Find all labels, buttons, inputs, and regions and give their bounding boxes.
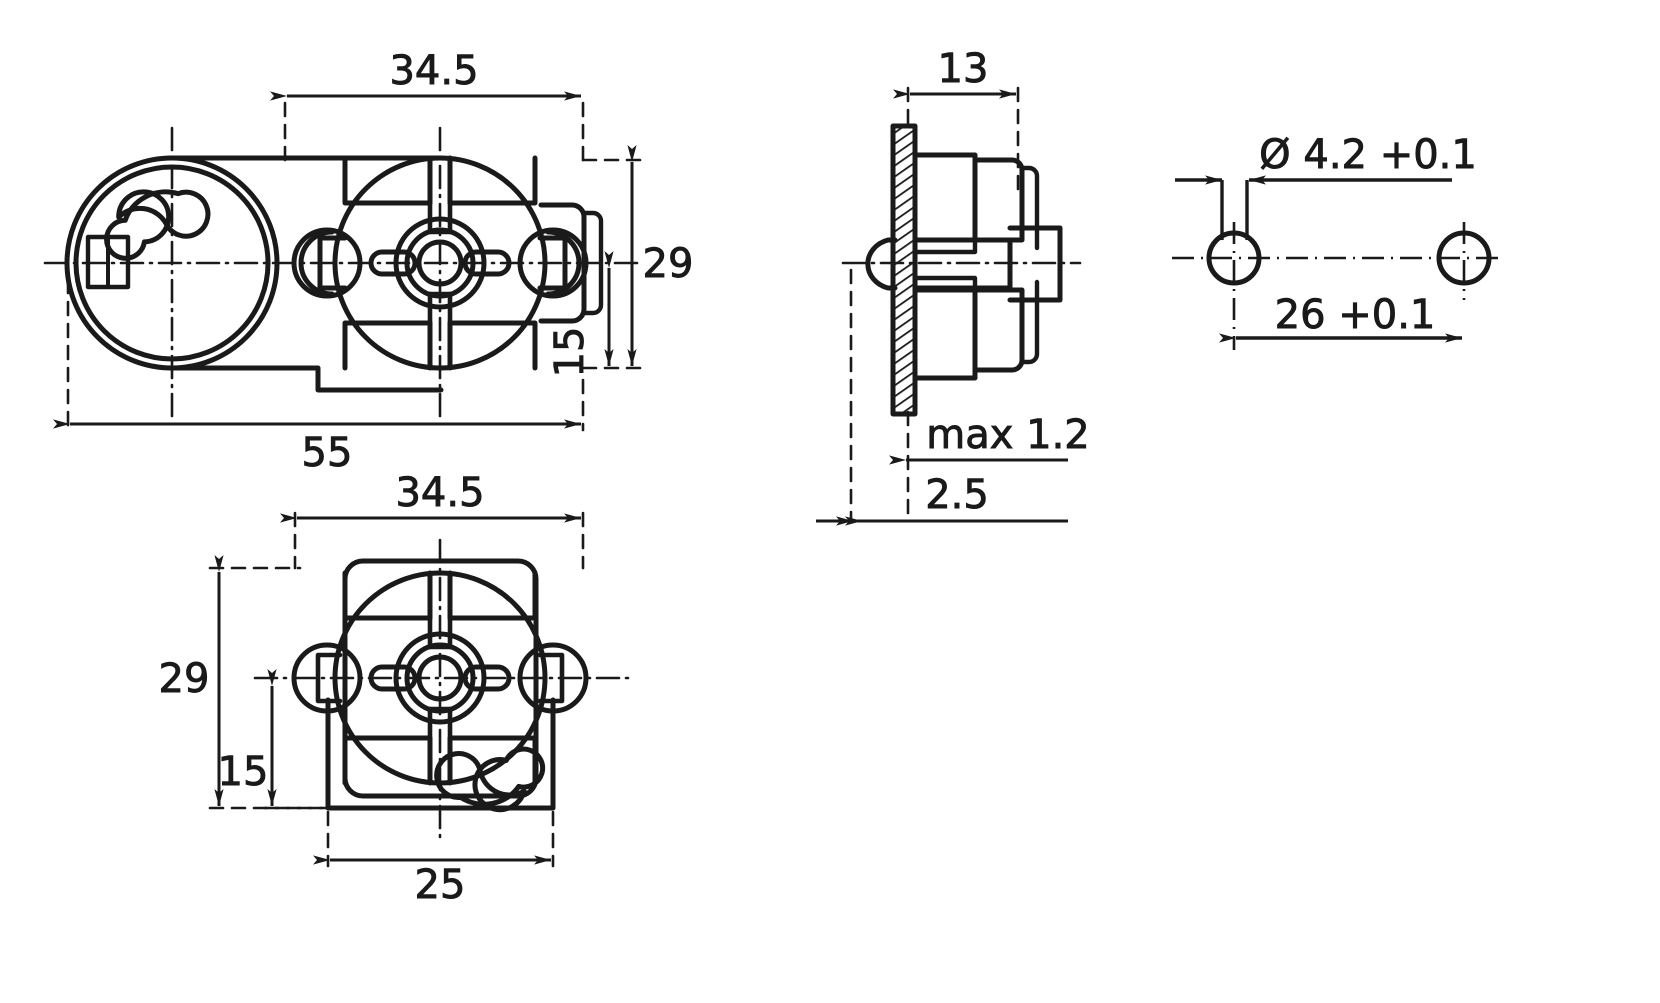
side-centre-shaft [865, 237, 898, 291]
dim-label-dia-4-2: Ø 4.2 +0.1 [1259, 132, 1477, 178]
earth-contact-notch-bottom-right [447, 320, 538, 371]
dim-label-15-left: 15 [218, 749, 269, 795]
centre-boss-outer [393, 216, 487, 310]
bottom-skirt [325, 697, 556, 811]
bottom-boss-outer [393, 631, 487, 725]
bottom-boss-inner [416, 654, 464, 702]
earth-contact-notch-top [342, 155, 433, 206]
side-shaft-body [912, 237, 1013, 291]
cable-entry-inner-circle [73, 164, 271, 362]
bottom-extension-lines [208, 511, 585, 868]
contact-sleeve-right-lip [545, 229, 582, 297]
keyhole-slot-upper [104, 189, 211, 261]
dim-label-29-right: 29 [643, 241, 694, 287]
socket-body-circle [332, 155, 548, 371]
dim-label-29-left: 29 [159, 656, 210, 702]
bottom-pin-slot-right [462, 664, 512, 692]
dim-label-55-bottom: 55 [302, 430, 353, 476]
side-shaft-head [1007, 225, 1063, 303]
top-left-view [43, 101, 642, 813]
centre-boss-mid [404, 227, 476, 299]
side-body-lower-rim [1019, 279, 1040, 365]
bottom-notch-bottom-right [447, 735, 538, 786]
side-body-upper-outer [972, 157, 1025, 243]
side-body-upper-rim [1019, 165, 1040, 251]
mounting-hole-left [1206, 230, 1262, 286]
contact-sleeve-left-tab [317, 235, 348, 291]
side-view [841, 86, 1082, 522]
keyhole-slot-lower [434, 746, 546, 813]
dim-label-15-right: 15 [547, 327, 593, 378]
dim-label-13: 13 [938, 46, 989, 92]
mounting-flange-right [538, 202, 587, 324]
contact-sleeve-left-lip [298, 229, 335, 297]
side-body-lower [912, 287, 978, 381]
side-dimensions [816, 89, 1068, 526]
side-shoulder-bars [912, 237, 978, 293]
earth-contact-notch-top-right [447, 155, 538, 206]
centre-lines [43, 126, 642, 422]
extension-lines [66, 101, 642, 432]
side-body-lower-outer [972, 287, 1025, 373]
centre-boss-inner [416, 239, 464, 287]
dim-label-26: 26 +0.1 [1275, 292, 1436, 338]
bottom-notch-top-right [447, 570, 538, 621]
pin-slot-left [368, 249, 418, 277]
bottom-notch-top-left [342, 570, 433, 621]
hole-dimensions [1175, 175, 1462, 343]
mounting-hole-right [1436, 230, 1492, 286]
bottom-centre-lines [253, 538, 632, 842]
hole-pattern-view [1172, 222, 1500, 350]
dim-label-34-5-bottom: 34.5 [395, 470, 484, 516]
panel-hatch [890, 123, 918, 417]
top-left-dimensions [53, 91, 637, 429]
body-lower-outline [167, 365, 444, 393]
bottom-dimensions [214, 513, 581, 865]
dim-label-max-1-2: max 1.2 [926, 412, 1089, 458]
dim-label-2-5: 2.5 [925, 472, 989, 518]
bottom-view [208, 511, 632, 868]
bottom-socket-circle [332, 570, 548, 786]
bottom-pin-slot-left [368, 664, 418, 692]
side-body-upper [912, 152, 978, 243]
mounting-flange-right-edge [581, 210, 604, 316]
pin-slot-right [462, 249, 512, 277]
earth-contact-notch-bottom [342, 320, 433, 371]
dim-label-25-bottom: 25 [415, 862, 466, 908]
dim-label-34-5-top: 34.5 [389, 48, 478, 94]
contact-sleeve-right-tab [537, 235, 568, 291]
bottom-boss-mid [404, 642, 476, 714]
bottom-notch-bottom-left [342, 735, 433, 786]
